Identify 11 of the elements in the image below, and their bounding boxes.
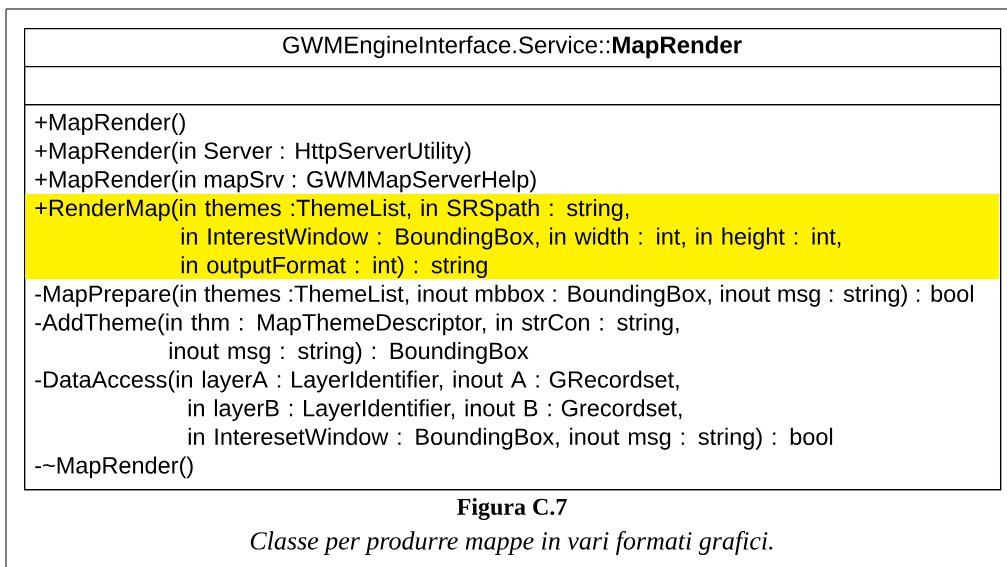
- attribute-compartment: [24, 66, 1002, 106]
- caption: Classe per produrre mappe in vari formati grafici.: [250, 531, 773, 555]
- operation-text: -DataAccess(in layerA : LayerIdentifier, inout A : GRecordset, in layerB : LayerIdentifier, inout B : Grecordset, in InteresetWindow : BoundingBox, inout msg : string) : bool: [35, 370, 833, 450]
- operation-text: +MapRender(in mapSrv : GWMMapServerHelp): [35, 170, 536, 193]
- operation-text: -AddTheme(in thm : MapThemeDescriptor, in strCon : string, inout msg : string) : BoundingBox: [35, 313, 679, 364]
- figure-number: Figura C.7: [457, 498, 567, 520]
- operation-text: +MapRender(in Server : HttpServerUtility): [35, 141, 471, 164]
- highlight-band: +RenderMap(in themes :ThemeList, in SRSpath : string, in InterestWindow : BoundingBox, in width : int, in height : int, in outputFormat : int) : string: [25, 194, 1000, 280]
- operation-text: -~MapRender(): [35, 456, 193, 479]
- operation-text: +MapRender(): [35, 113, 185, 136]
- operation-text: -MapPrepare(in themes :ThemeList, inout mbbox : BoundingBox, inout msg : string) : bool: [35, 284, 973, 307]
